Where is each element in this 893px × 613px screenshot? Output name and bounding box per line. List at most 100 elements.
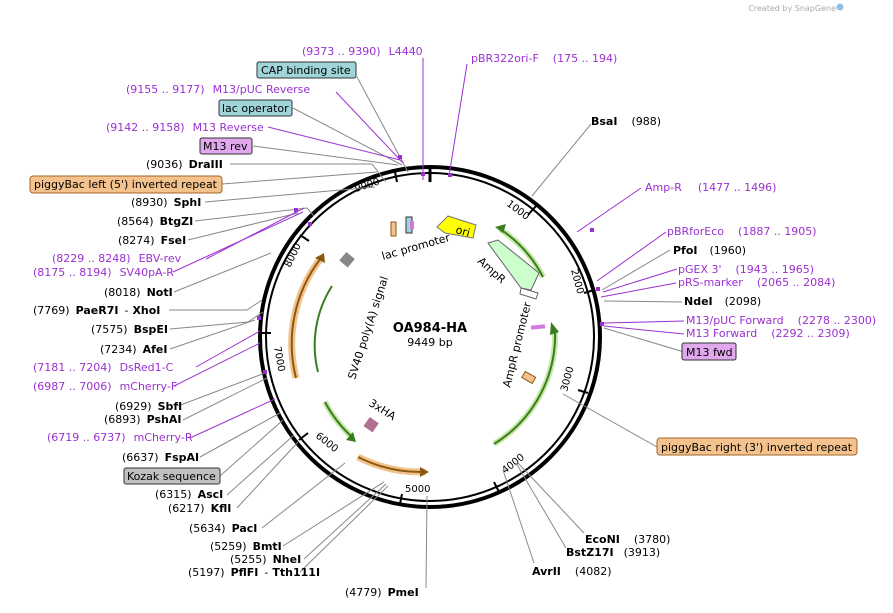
site-bsai[interactable]: BsaI(988) <box>591 115 661 128</box>
site-pmei[interactable]: (4779)PmeI <box>345 586 419 599</box>
site-bspei[interactable]: (7575)BspEI <box>91 323 168 336</box>
primer-pbrforeco[interactable]: pBRforEco(1887 .. 1905) <box>667 225 817 238</box>
leader-pb-right <box>562 393 658 448</box>
primer-dsred1-c[interactable]: (7181 .. 7204)DsRed1-C <box>33 361 174 374</box>
feature-sv40-arc <box>313 285 333 373</box>
piggybac-right-label: piggyBac right (3') inverted repeat <box>661 441 853 454</box>
sites-left: (9036)DraIII (8930)SphI (8564)BtgZI (827… <box>33 158 320 579</box>
tick-label-6000: 6000 <box>313 431 340 455</box>
site-ndei[interactable]: NdeI(2098) <box>684 295 761 308</box>
site-kfli[interactable]: (6217)KflI <box>168 502 231 515</box>
primer-tick-l4440 <box>421 172 425 176</box>
piggybac-left-label: piggyBac left (5') inverted repeat <box>34 178 218 191</box>
primer-tick-mcherry <box>263 370 267 374</box>
site-paer7i-xhoi[interactable]: (7769)PaeR7I-XhoI <box>33 304 160 317</box>
primer-prs-marker[interactable]: pRS-marker(2065 .. 2084) <box>678 276 835 289</box>
site-fspai[interactable]: (6637)FspAI <box>122 451 199 464</box>
leader-kfli <box>236 441 299 509</box>
tick-label-7000: 7000 <box>271 346 286 373</box>
leader-bsai <box>531 123 592 197</box>
leader-m13fwd-box <box>603 327 685 353</box>
m13-fwd-box[interactable] <box>681 342 737 361</box>
leader-prs <box>600 282 677 298</box>
tick-label-2000: 2000 <box>568 268 585 295</box>
leader-avrii <box>502 469 535 564</box>
primer-m13puc-reverse[interactable]: (9155 .. 9177)M13/pUC Reverse <box>126 83 310 96</box>
snapgene-credit: Created by SnapGene <box>748 3 844 13</box>
leader-pshai <box>182 377 268 421</box>
primer-l4440[interactable]: (9373 .. 9390)L4440 <box>302 45 423 58</box>
tick-mark-2000 <box>583 289 595 294</box>
primer-tick-dsred <box>257 316 261 320</box>
tick-mark-1000 <box>527 205 537 216</box>
kozak-sequence-box[interactable] <box>123 467 221 485</box>
feature-3xha <box>363 417 379 433</box>
primer-tick-pbr322 <box>448 173 452 177</box>
feature-lac-promoter-box <box>390 221 397 237</box>
feature-m13-marker <box>530 324 546 330</box>
tick-mark-6000 <box>298 432 309 441</box>
site-pflfi-tth111i[interactable]: (5197)PflFI-Tth111I <box>188 566 320 579</box>
site-sphi[interactable]: (8930)SphI <box>131 196 201 209</box>
arrowhead-ampr-top-icon <box>495 224 506 233</box>
tick-label-3000: 3000 <box>559 365 576 392</box>
backbone-outer-ring <box>258 165 602 509</box>
primer-m13-forward[interactable]: M13 Forward(2292 .. 2309) <box>686 327 850 340</box>
site-bstz17i[interactable]: BstZ17I(3913) <box>566 546 660 559</box>
leader-pflfi <box>299 485 389 573</box>
plasmid-length: 9449 bp <box>407 336 452 349</box>
site-pfoi[interactable]: PfoI(1960) <box>673 244 746 257</box>
leader-m13rev-box <box>252 145 399 166</box>
leader-pbr322 <box>448 63 468 177</box>
primer-ebv-rev[interactable]: (8229 .. 8248)EBV-rev <box>52 252 182 265</box>
primer-mcherry-r[interactable]: (6719 .. 6737)mCherry-R <box>47 431 193 444</box>
m13-rev-box[interactable] <box>199 137 253 155</box>
cap-binding-site-box[interactable] <box>256 61 357 79</box>
tick-mark-9000 <box>394 171 398 183</box>
site-asci[interactable]: (6315)AscI <box>155 488 223 501</box>
leader-mcherryf <box>173 342 261 387</box>
leader-noti <box>173 252 272 293</box>
leader-m13-rev <box>267 126 401 161</box>
tick-label-5000: 5000 <box>405 484 430 495</box>
leader-paci <box>261 462 346 529</box>
primer-sv40pa-r[interactable]: (8175 .. 8194)SV40pA-R <box>33 266 174 279</box>
piggybac-right-box[interactable] <box>656 437 858 456</box>
leader-pfoi <box>601 249 671 291</box>
primer-tick-ampr <box>590 228 594 232</box>
feature-m13rev-box <box>410 221 414 229</box>
site-nhei[interactable]: (5255)NheI <box>230 553 301 566</box>
primer-m13-reverse[interactable]: (9142 .. 9158)M13 Reverse <box>106 121 264 134</box>
primer-tick-pgex <box>596 287 600 291</box>
site-fsei[interactable]: (8274)FseI <box>118 234 186 247</box>
primer-tick-sv40pa <box>308 222 312 226</box>
lac-operator-box[interactable] <box>218 99 293 117</box>
leader-mcherryr <box>189 398 276 439</box>
leader-m13puc-fwd <box>603 320 685 324</box>
primer-mcherry-f[interactable]: (6987 .. 7006)mCherry-F <box>33 380 177 393</box>
site-paci[interactable]: (5634)PacI <box>189 522 257 535</box>
primer-m13puc-forward[interactable]: M13/pUC Forward(2278 .. 2300) <box>686 314 876 327</box>
site-btgzi[interactable]: (8564)BtgZI <box>117 215 193 228</box>
site-bmti[interactable]: (5259)BmtI <box>210 540 282 553</box>
site-draiii[interactable]: (9036)DraIII <box>146 158 223 171</box>
primer-pbr322ori-f[interactable]: pBR322ori-F(175 .. 194) <box>471 52 617 65</box>
leader-asci <box>226 434 295 496</box>
leader-m13puc-rev <box>335 91 404 164</box>
feature-ampr-promoter <box>521 370 537 385</box>
features <box>288 215 559 477</box>
arrowhead-orange-bottom-icon <box>420 467 429 477</box>
leader-fspai <box>199 412 281 458</box>
site-avrii[interactable]: AvrII(4082) <box>532 565 611 578</box>
site-pshai[interactable]: (6893)PshAI <box>104 413 181 426</box>
piggybac-left-box[interactable] <box>29 175 223 194</box>
site-econi[interactable]: EcoNI(3780) <box>585 533 670 546</box>
primer-tick-ebv <box>294 208 298 212</box>
leader-dsred <box>195 330 261 368</box>
site-sbfi[interactable]: (6929)SbfI <box>115 400 182 413</box>
site-noti[interactable]: (8018)NotI <box>104 286 173 299</box>
primer-amp-r[interactable]: Amp-R(1477 .. 1496) <box>645 181 776 194</box>
boxed-labels: CAP binding site lac operator M13 rev pi… <box>29 61 858 485</box>
site-afei[interactable]: (7234)AfeI <box>100 343 167 356</box>
primer-pgex3[interactable]: pGEX 3'(1943 .. 1965) <box>678 263 814 276</box>
